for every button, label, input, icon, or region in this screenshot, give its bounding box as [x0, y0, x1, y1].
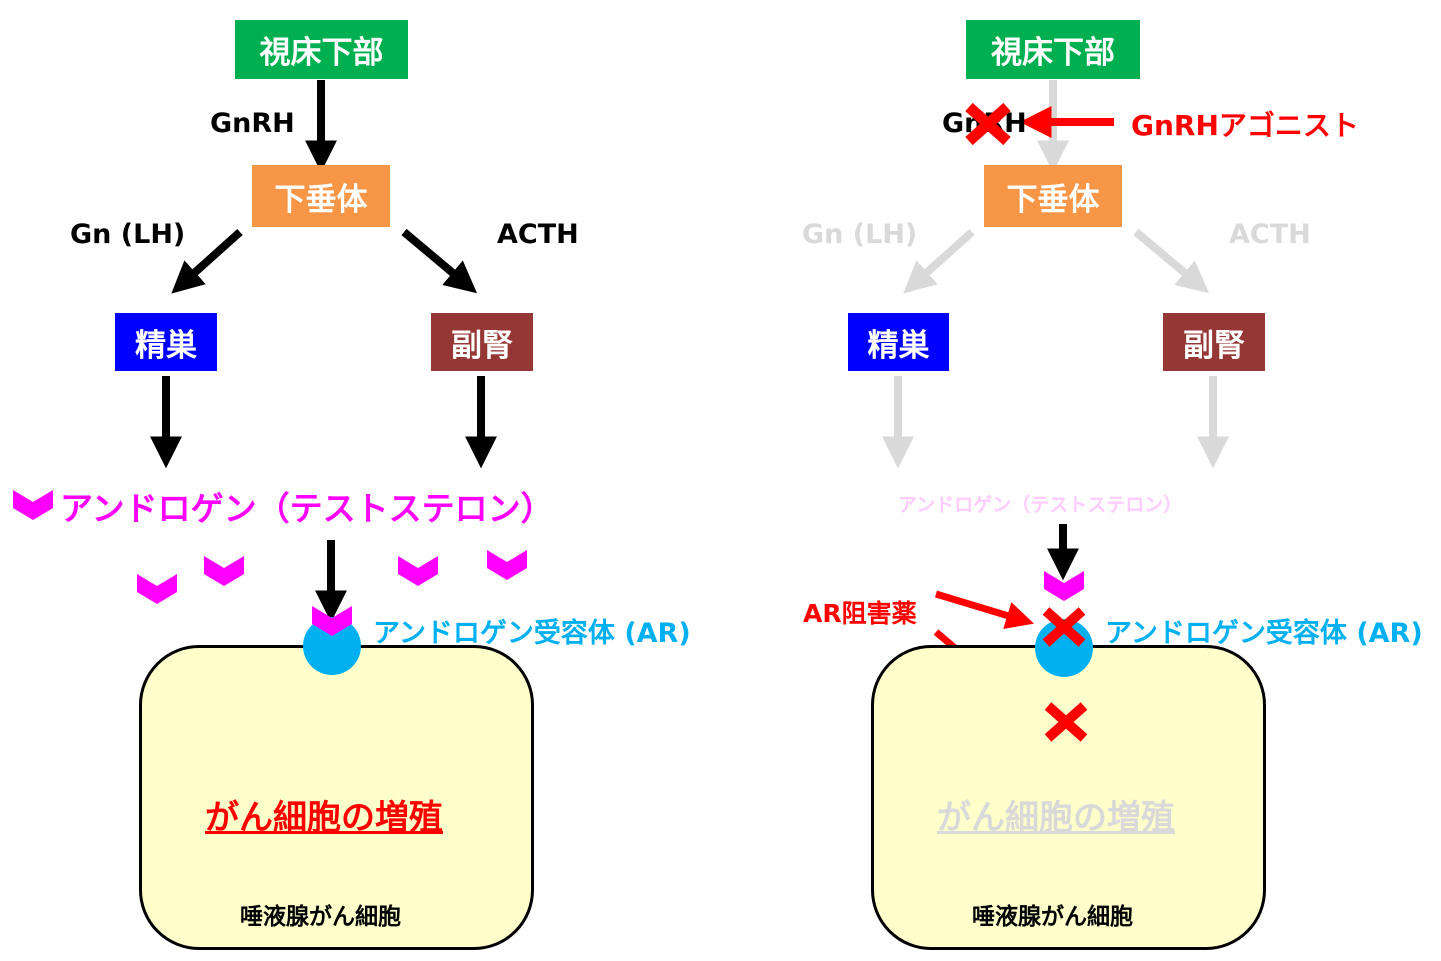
- gn-lh-label: Gn (LH): [70, 219, 186, 250]
- testis-label: 精巣: [135, 327, 197, 364]
- adrenal-label: 副腎: [451, 327, 513, 364]
- arrow-pituitary-testis-faded: [903, 229, 975, 294]
- androgen-chevron-icon: [398, 556, 438, 586]
- receptor-label: アンドロゲン受容体 (AR): [1105, 618, 1423, 649]
- ar-inhibitor-label: AR阻害薬: [803, 599, 917, 628]
- cell-label: 唾液腺がん細胞: [972, 904, 1133, 930]
- testis-box: 精巣: [848, 313, 949, 371]
- adrenal-box: 副腎: [1163, 313, 1265, 371]
- pituitary-box: 下垂体: [984, 165, 1122, 227]
- androgen-chevron-icon: [312, 606, 352, 636]
- proliferation-label: がん細胞の増殖: [937, 798, 1175, 838]
- receptor-label: アンドロゲン受容体 (AR): [373, 618, 691, 649]
- block-cross-icon: [1044, 702, 1088, 742]
- hypothalamus-box: 視床下部: [966, 20, 1140, 79]
- cell-label: 唾液腺がん細胞: [240, 904, 401, 930]
- androgen-chevron-icon: [137, 574, 177, 604]
- arrow-pituitary-adrenal: [401, 228, 478, 294]
- proliferation-label: がん細胞の増殖: [205, 798, 443, 838]
- arrow-pituitary-adrenal-faded: [1133, 228, 1210, 294]
- block-cross-icon: [965, 102, 1011, 146]
- acth-label: ACTH: [1229, 219, 1311, 250]
- arrow-inhibitor-receptor: [934, 590, 1035, 629]
- androgen-chevron-icon: [1044, 571, 1084, 601]
- androgen-chevron-icon: [487, 550, 527, 580]
- pituitary-label: 下垂体: [1006, 181, 1100, 218]
- agonist-label: GnRHアゴニスト: [1131, 109, 1359, 142]
- adrenal-box: 副腎: [431, 313, 533, 371]
- hypothalamus-label: 視床下部: [991, 35, 1115, 71]
- pituitary-label: 下垂体: [274, 181, 368, 218]
- androgen-label: アンドロゲン（テストステロン）: [60, 489, 554, 528]
- adrenal-label: 副腎: [1183, 327, 1245, 364]
- androgen-chevron-icon: [13, 490, 53, 520]
- androgen-label: アンドロゲン（テストステロン）: [898, 494, 1183, 516]
- hypothalamus-label: 視床下部: [259, 35, 384, 71]
- arrow-pituitary-testis: [171, 229, 243, 294]
- androgen-chevron-icon: [204, 556, 244, 586]
- block-cross-icon: [1042, 607, 1086, 647]
- acth-label: ACTH: [497, 219, 579, 250]
- hypothalamus-box: 視床下部: [235, 20, 408, 79]
- testis-label: 精巣: [867, 327, 930, 364]
- pituitary-box: 下垂体: [252, 165, 390, 227]
- gnrh-label: GnRH: [210, 108, 295, 139]
- testis-box: 精巣: [115, 313, 217, 371]
- gn-lh-label: Gn (LH): [802, 219, 918, 250]
